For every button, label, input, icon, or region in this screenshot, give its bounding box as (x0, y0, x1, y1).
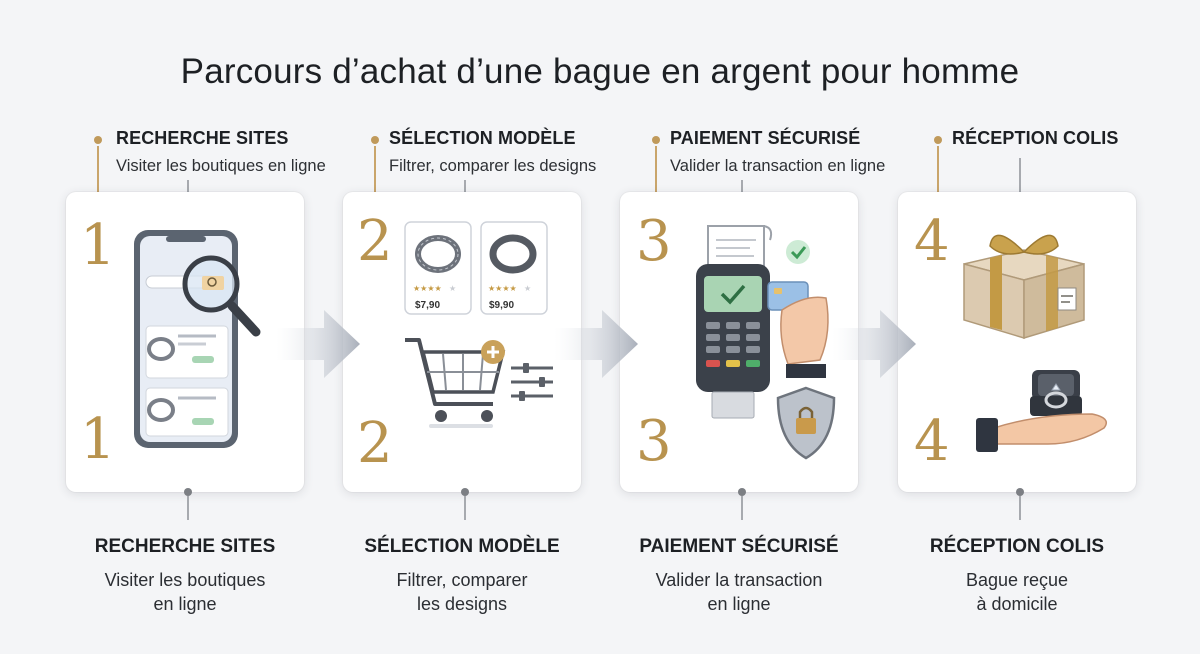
filter-sliders-icon (511, 363, 553, 401)
step-4-numeral-bottom: 4 (914, 409, 950, 474)
step-1-gray-dot-bottom (184, 488, 192, 496)
step-3-bottom-title: PAIEMENT SÉCURISÉ (639, 536, 839, 557)
step-4-bottom-block: RÉCEPTION COLIS Bague reçue à domicile (858, 536, 1176, 616)
step-4-bottom-line-2: à domicile (976, 594, 1058, 614)
hand-icon (976, 413, 1107, 452)
step-4-bottom-title: RÉCEPTION COLIS (929, 536, 1105, 557)
svg-text:★: ★ (524, 284, 531, 293)
step-3-bottom-line-1: Valider la transaction (655, 570, 823, 590)
step-1-card: 1 1 (66, 192, 304, 492)
step-3: PAIEMENT SÉCURISÉ Valider la transaction… (620, 0, 885, 654)
step-4-gold-dot (934, 136, 942, 144)
step-2: SÉLECTION MODÈLE Filtrer, comparer les d… (343, 0, 596, 654)
step-3-gold-dot (652, 136, 660, 144)
ring-icon (147, 337, 175, 422)
step-4-top-title: RÉCEPTION COLIS (952, 128, 1119, 148)
step-1-bottom-line-1: Visiter les boutiques (104, 570, 266, 590)
ring-box-icon (1030, 370, 1082, 416)
price-a: $7,90 (415, 300, 441, 311)
step-1-bottom-block: RECHERCHE SITES Visiter les boutiques en… (26, 536, 344, 616)
step-4-bottom-line-1: Bague reçue (965, 570, 1069, 590)
step-1-top-title: RECHERCHE SITES (116, 128, 289, 148)
shield-lock-icon (776, 386, 836, 460)
step-4-numeral-top: 4 (914, 209, 950, 274)
gift-box-icon (963, 234, 1085, 340)
step-1-top-subtitle: Visiter les boutiques en ligne (116, 157, 326, 175)
shopping-cart-icon (405, 338, 506, 428)
step-2-gold-line (374, 146, 376, 192)
step-4-top-block: RÉCEPTION COLIS (952, 128, 1200, 157)
step-1-numeral-top: 1 (80, 213, 116, 278)
step-4: RÉCEPTION COLIS 4 4 (898, 0, 1138, 654)
step-3-gray-line-bottom (741, 496, 743, 520)
step-2-bottom-line-2: les designs (416, 594, 508, 614)
step-2-top-block: SÉLECTION MODÈLE Filtrer, comparer les d… (389, 128, 649, 176)
step-1-gold-line (97, 146, 99, 192)
step-2-bottom-line-1: Filtrer, comparer (396, 570, 528, 590)
step-3-numeral-top: 3 (636, 209, 672, 274)
price-b: $9,90 (489, 300, 515, 311)
step-2-gold-dot (371, 136, 379, 144)
svg-text:★: ★ (449, 284, 456, 293)
step-2-bottom-title: SÉLECTION MODÈLE (364, 536, 560, 557)
step-3-top-subtitle: Valider la transaction en ligne (670, 157, 886, 175)
step-3-bottom-line-2: en ligne (707, 594, 771, 614)
check-icon (786, 240, 810, 264)
page-title: Parcours d’achat d’une bague en argent p… (180, 52, 1020, 91)
step-4-gray-line-bottom (1019, 496, 1021, 520)
step-3-top-title: PAIEMENT SÉCURISÉ (670, 128, 861, 148)
step-2-card: 2 2 ★★★★ ★ ★★★★ ★ (343, 192, 581, 492)
payment-terminal-icon (696, 264, 770, 419)
step-1-numeral-bottom: 1 (80, 407, 116, 472)
hand-icon (767, 281, 829, 378)
arrow-3-4 (832, 310, 916, 378)
step-2-top-title: SÉLECTION MODÈLE (389, 128, 576, 148)
step-3-card: 3 3 (620, 192, 858, 492)
step-2-gray-dot-bottom (461, 488, 469, 496)
arrow-1-2 (276, 310, 360, 378)
step-1: RECHERCHE SITES Visiter les boutiques en… (66, 0, 326, 654)
step-1-gray-line-bottom (187, 496, 189, 520)
plus-icon (481, 340, 505, 364)
step-2-gray-line-bottom (464, 496, 466, 520)
step-3-bottom-block: PAIEMENT SÉCURISÉ Valider la transaction… (580, 536, 898, 616)
step-4-card: 4 4 (898, 192, 1136, 492)
step-1-top-block: RECHERCHE SITES Visiter les boutiques en… (116, 128, 376, 176)
step-3-top-block: PAIEMENT SÉCURISÉ Valider la transaction… (670, 128, 930, 176)
step-1-bottom-title: RECHERCHE SITES (94, 536, 276, 557)
step-1-gold-dot (94, 136, 102, 144)
magnifier-icon (182, 255, 261, 337)
step-3-gold-line (655, 146, 657, 192)
svg-text:★★★★: ★★★★ (488, 284, 517, 293)
step-4-gray-line-top (1019, 158, 1021, 204)
arrow-2-3 (554, 310, 638, 378)
step-3-numeral-bottom: 3 (636, 409, 672, 474)
step-2-top-subtitle: Filtrer, comparer les designs (389, 157, 597, 175)
step-2-numeral-bottom: 2 (357, 411, 393, 476)
step-4-gray-dot-bottom (1016, 488, 1024, 496)
svg-text:★★★★: ★★★★ (413, 284, 442, 293)
product-card-a: ★★★★ ★ (404, 221, 472, 315)
step-3-gray-dot-bottom (738, 488, 746, 496)
step-4-gold-line (937, 146, 939, 192)
product-card-b: ★★★★ ★ (480, 221, 548, 315)
step-2-numeral-top: 2 (357, 209, 393, 274)
step-2-bottom-block: SÉLECTION MODÈLE Filtrer, comparer les d… (303, 536, 621, 616)
step-1-bottom-line-2: en ligne (153, 594, 217, 614)
